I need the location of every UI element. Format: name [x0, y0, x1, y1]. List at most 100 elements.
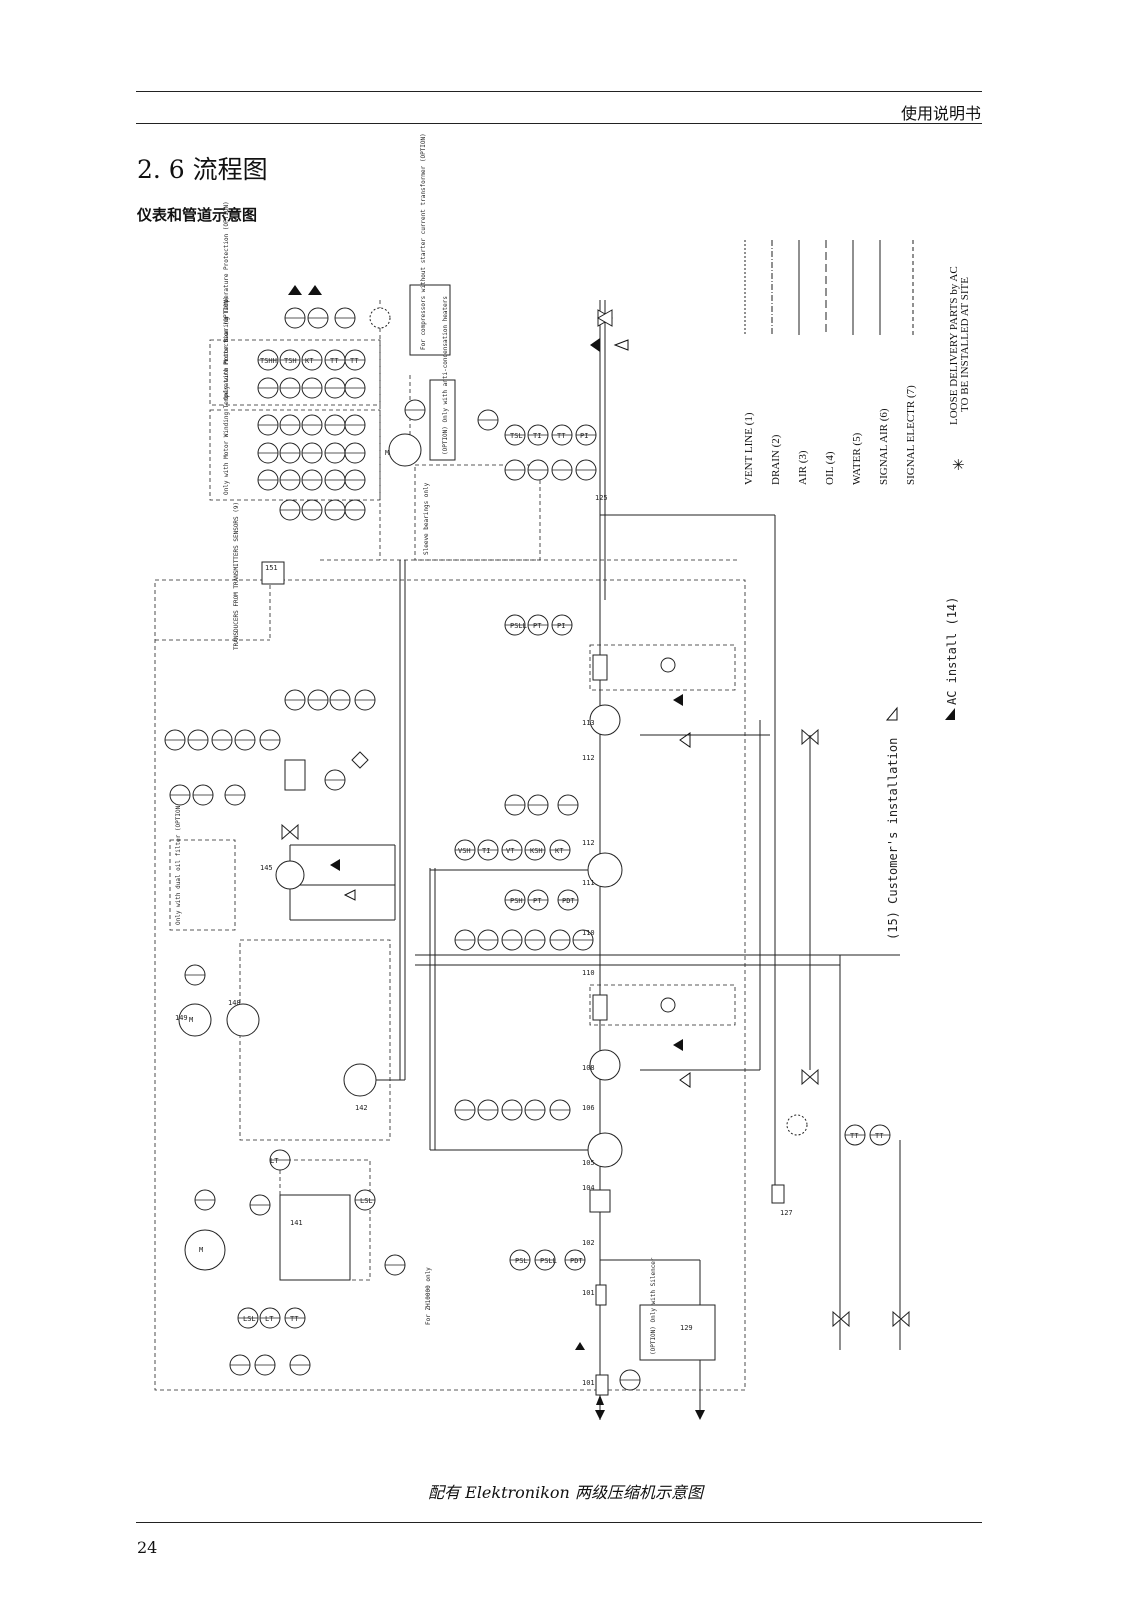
sleeve-bearings-note: Sleeve bearings only — [423, 482, 430, 555]
header-rule-bottom — [136, 123, 982, 124]
svg-text:LSL: LSL — [360, 1197, 373, 1205]
legend-item-signal-air: SIGNAL AIR (6) — [878, 408, 890, 485]
legend-item-drain: DRAIN (2) — [770, 434, 782, 485]
component-group — [178, 433, 785, 1396]
svg-text:106: 106 — [582, 1104, 595, 1112]
motor-icon — [388, 433, 422, 467]
page-number: 24 — [137, 1538, 158, 1557]
intercooler-icon — [589, 704, 621, 736]
drain-2-icon — [660, 997, 676, 1013]
svg-text:101: 101 — [582, 1289, 595, 1297]
oil-cooler-icon — [275, 860, 305, 890]
svg-text:111: 111 — [582, 879, 595, 887]
svg-text:125: 125 — [595, 494, 608, 502]
legend-item-water: WATER (5) — [851, 432, 863, 485]
compressor-stage-2-icon — [587, 1132, 623, 1168]
section-title: 2. 6 流程图 — [137, 155, 268, 184]
current-transformer-icon — [369, 307, 391, 329]
svg-text:TT: TT — [330, 357, 339, 365]
svg-text:149: 149 — [175, 1014, 188, 1022]
svg-text:110: 110 — [582, 929, 595, 937]
aux-pump-icon — [343, 1063, 377, 1097]
header-rule-top — [136, 91, 982, 92]
svg-text:M: M — [385, 449, 389, 457]
moisture-trap-1 — [592, 654, 608, 681]
svg-text:PSLL: PSLL — [510, 622, 527, 630]
valves — [281, 309, 910, 1328]
customer-install-label: (15) Customer's installation — [886, 738, 900, 940]
svg-text:TT: TT — [350, 357, 359, 365]
silencer-note: (OPTION) Only with Silencer — [650, 1257, 657, 1355]
condensate-note: (OPTION) Only with anti-condensation hea… — [442, 296, 449, 455]
blowoff-silencer — [595, 1284, 607, 1306]
pump-motor-icon — [178, 1003, 212, 1037]
svg-text:PT: PT — [533, 897, 542, 905]
svg-text:KT: KT — [555, 847, 564, 855]
svg-text:PSH: PSH — [510, 897, 523, 905]
component-labels: 125 113 112 112 111 110 110 108 106 105 … — [175, 357, 884, 1387]
drain-icon — [660, 657, 676, 673]
motor-winding-note: Only with Motor Winding Temperature Prot… — [223, 296, 230, 495]
moisture-trap-2 — [592, 994, 608, 1021]
legend-item-signal-electr: SIGNAL ELECTR (7) — [905, 385, 917, 485]
inlet-filter — [595, 1374, 609, 1396]
section-subtitle: 仪表和管道示意图 — [137, 206, 258, 224]
svg-text:TT: TT — [557, 432, 566, 440]
transducer-box — [261, 561, 285, 585]
transducers-note: TRANSDUCERS FROM TRANSMITTERS SENSORS (9… — [233, 502, 240, 650]
aftercooler-icon — [589, 1049, 621, 1081]
svg-text:PDT: PDT — [562, 897, 575, 905]
svg-text:151: 151 — [265, 564, 278, 572]
svg-text:141: 141 — [290, 1219, 303, 1227]
svg-text:105: 105 — [582, 1159, 595, 1167]
legend-item-oil: OIL (4) — [824, 451, 836, 485]
optional-instrument-icon — [786, 1114, 808, 1136]
svg-text:113: 113 — [582, 719, 595, 727]
svg-text:KSH: KSH — [530, 847, 543, 855]
svg-text:TSL: TSL — [510, 432, 523, 440]
svg-text:112: 112 — [582, 754, 595, 762]
svg-text:PT: PT — [533, 622, 542, 630]
svg-text:PSLL: PSLL — [540, 1257, 557, 1265]
loose-delivery-note-2: TO BE INSTALLED AT SITE — [959, 277, 971, 412]
svg-text:VSH: VSH — [458, 847, 471, 855]
for-only-note: For ZH10000 only — [425, 1267, 432, 1325]
check-valve — [589, 1189, 611, 1213]
heater-motor-icon — [184, 1229, 226, 1271]
compressor-note: For compressors without starter current … — [420, 133, 427, 350]
svg-text:M: M — [199, 1246, 203, 1254]
svg-text:TSH: TSH — [284, 357, 297, 365]
svg-text:102: 102 — [582, 1239, 595, 1247]
dual-oil-filter-note: Only with dual oil filter (OPTION) — [175, 802, 182, 925]
ac-install-label: AC install (14) — [945, 597, 959, 705]
compressor-stage-icon — [587, 852, 623, 888]
svg-text:112: 112 — [582, 839, 595, 847]
svg-text:PI: PI — [580, 432, 588, 440]
svg-text:VT: VT — [506, 847, 515, 855]
svg-text:142: 142 — [355, 1104, 368, 1112]
svg-text:LT: LT — [265, 1315, 274, 1323]
svg-text:LT: LT — [270, 1157, 279, 1165]
svg-text:PDT: PDT — [570, 1257, 583, 1265]
svg-text:TI: TI — [533, 432, 541, 440]
svg-text:127: 127 — [780, 1209, 793, 1217]
figure-caption: 配有 Elektronikon 两级压缩机示意图 — [428, 1483, 703, 1502]
loose-delivery-note-1: LOOSE DELIVERY PARTS by AC — [948, 266, 960, 425]
oil-tank — [279, 1194, 351, 1281]
svg-text:104: 104 — [582, 1184, 595, 1192]
footer-rule — [136, 1522, 982, 1523]
ac-install-marker — [945, 708, 955, 720]
valve-box — [771, 1184, 785, 1204]
svg-text:108: 108 — [582, 1064, 595, 1072]
header-title: 使用说明书 — [900, 104, 981, 123]
svg-text:145: 145 — [260, 864, 273, 872]
svg-text:TT: TT — [850, 1132, 859, 1140]
svg-text:TT: TT — [290, 1315, 299, 1323]
svg-text:TSHH: TSHH — [260, 357, 277, 365]
svg-text:TI: TI — [482, 847, 490, 855]
svg-text:PSL: PSL — [515, 1257, 528, 1265]
motor-bearing-note: Only with Motor Bearing Temperature Prot… — [223, 201, 230, 400]
legend-item-vent: VENT LINE (1) — [743, 412, 755, 485]
svg-text:TT: TT — [875, 1132, 884, 1140]
svg-text:101: 101 — [582, 1379, 595, 1387]
